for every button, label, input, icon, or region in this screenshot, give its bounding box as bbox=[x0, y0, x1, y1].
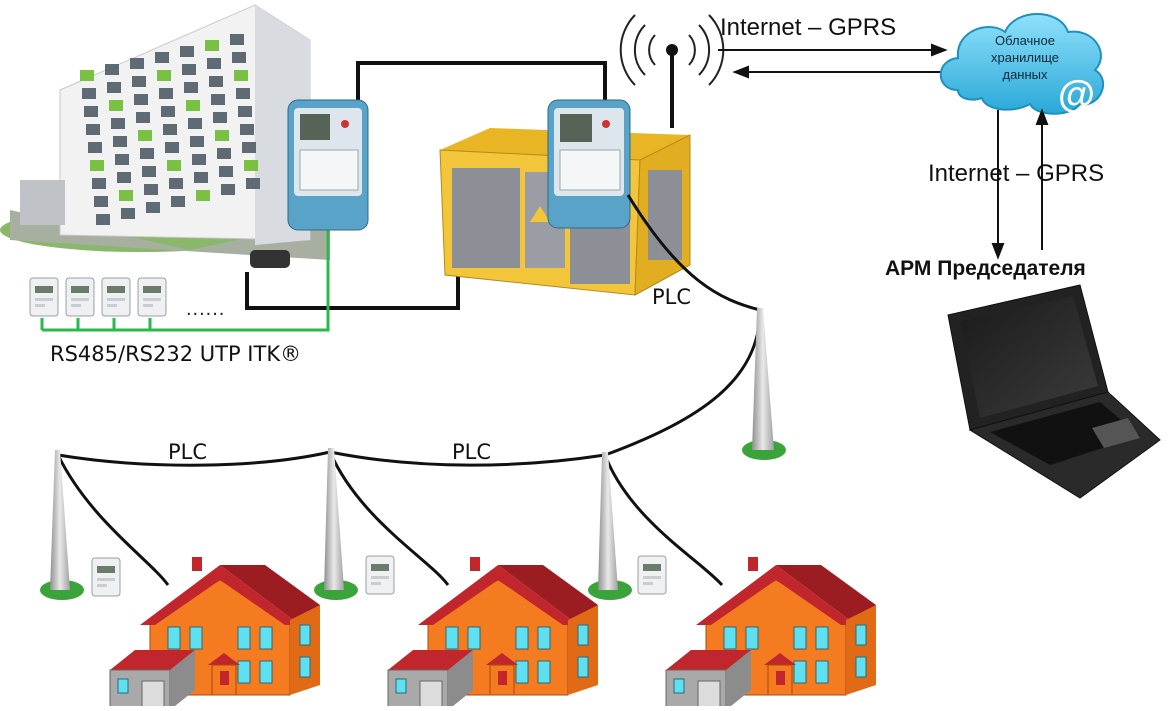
cloud-arm-arrows bbox=[991, 108, 1049, 260]
rs485-bus-label: RS485/RS232 UTP ITK® bbox=[50, 342, 302, 366]
plc-label-left: PLC bbox=[168, 440, 208, 464]
cloud-line-1: Облачное bbox=[995, 33, 1055, 48]
cloud-storage-label: Облачное хранилище данных bbox=[960, 32, 1090, 83]
cloud-line-3: данных bbox=[1002, 67, 1048, 82]
antenna-cloud-arrows bbox=[718, 43, 948, 79]
pole-meters bbox=[91, 555, 667, 597]
power-pole-2 bbox=[314, 448, 358, 600]
arm-label: АРМ Председателя bbox=[885, 257, 1086, 280]
gprs-label-top: Internet – GPRS bbox=[720, 14, 897, 41]
house-1-image bbox=[109, 556, 321, 711]
plc-label-substation: PLC bbox=[652, 285, 692, 309]
apartment-building-image bbox=[0, 4, 330, 268]
house-2-image bbox=[387, 556, 599, 711]
power-pole-1 bbox=[40, 450, 84, 600]
gprs-antenna-icon bbox=[619, 14, 725, 128]
rs485-green-bus bbox=[40, 228, 330, 332]
gprs-label-right: Internet – GPRS bbox=[928, 160, 1105, 187]
at-sign-icon: @ bbox=[1058, 74, 1096, 116]
power-pole-4 bbox=[742, 308, 786, 460]
meter-row bbox=[29, 277, 167, 317]
plc-label-mid: PLC bbox=[452, 440, 492, 464]
building-meter-image bbox=[287, 99, 369, 231]
power-pole-3 bbox=[588, 452, 632, 600]
substation-meter-image bbox=[547, 99, 631, 229]
cloud-line-2: хранилище bbox=[990, 50, 1060, 65]
laptop-image bbox=[947, 284, 1161, 499]
house-3-image bbox=[665, 556, 877, 711]
cloud-storage-icon bbox=[939, 13, 1105, 115]
meter-ellipsis: ...... bbox=[186, 298, 226, 320]
dark-cable-network bbox=[245, 61, 607, 310]
plc-power-lines bbox=[56, 194, 762, 586]
